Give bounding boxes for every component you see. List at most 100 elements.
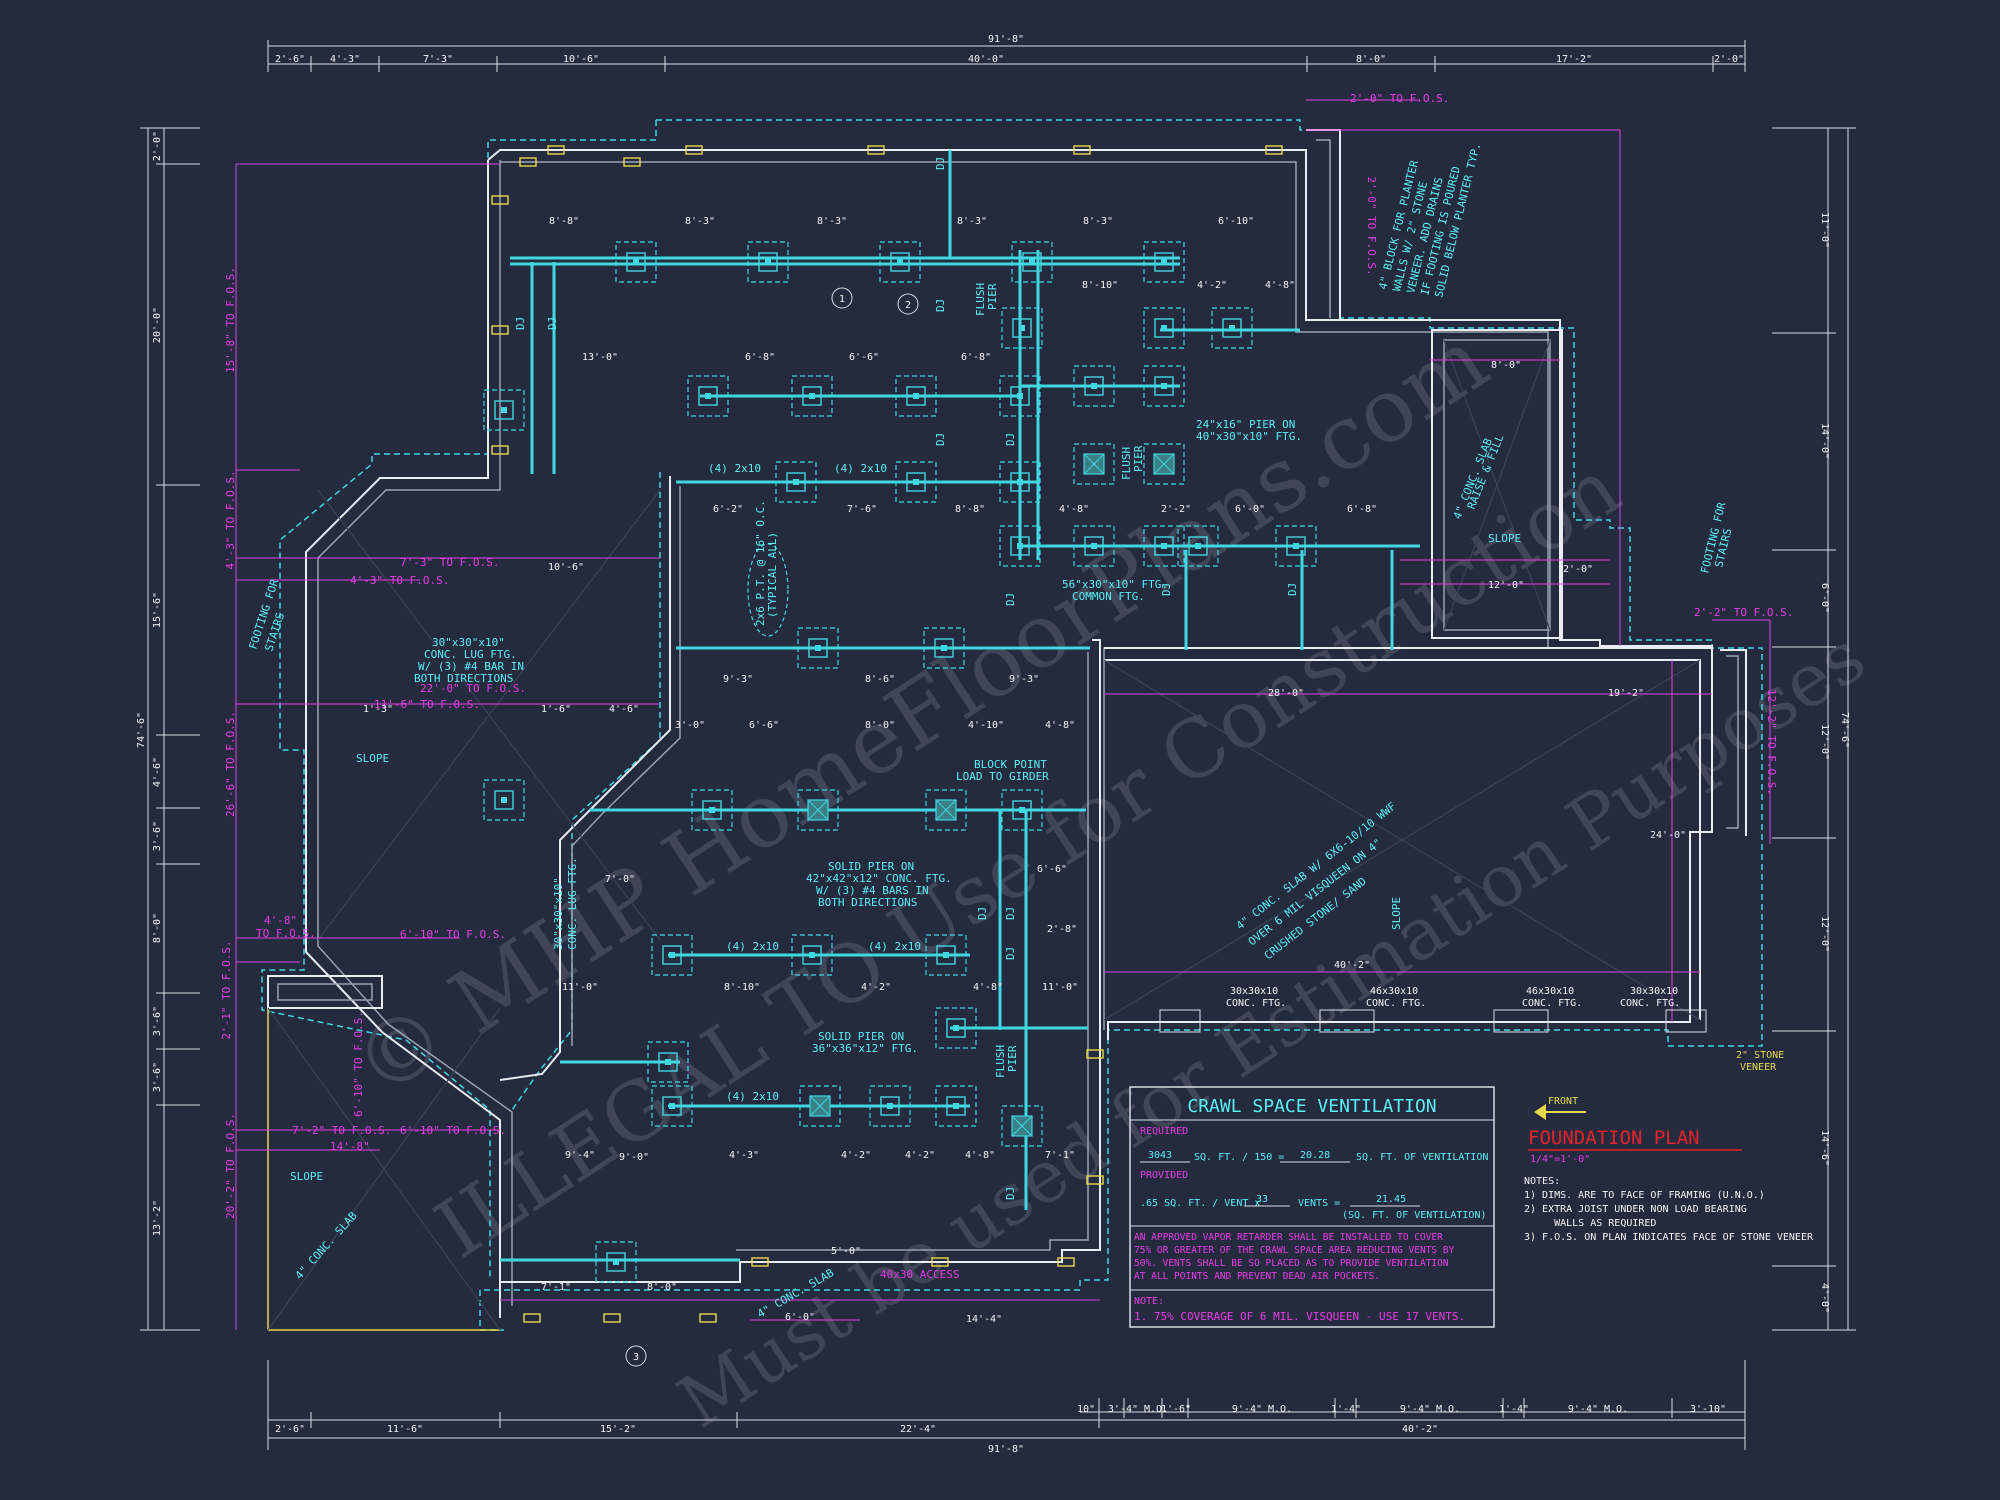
pier [1011,241,1053,283]
dj-mark: DJ [934,299,947,312]
pier [1073,525,1115,567]
interior-dim: 8'-8" [549,216,579,227]
interior-dim: 4'-8" [965,1150,995,1161]
interior-dim: 6'-0" [1235,504,1265,515]
pier [595,1241,637,1283]
flush-pier-1-b: PIER [986,283,999,310]
right-dim-4: 12'-0" [1819,724,1830,760]
dj-mark: DJ [514,317,527,330]
reference-tags: 1 2 3 [625,287,919,1367]
note-2: 2) EXTRA JOIST UNDER NON LOAD BEARING [1524,1204,1747,1215]
solid-pier-1-line-1: SOLID PIER ON [828,860,914,873]
pier [799,1085,841,1127]
joist-note-1: 2x6 P.T. @ 16" O.C. [754,500,767,626]
interior-dim: 28'-0" [1268,688,1304,699]
tag-3: 3 [633,1352,639,1363]
pier [895,375,937,417]
fos-11-6-label: 11'-6" TO F.O.S. [374,698,480,711]
ftg-46b-1: 46x30x10 [1526,986,1574,997]
pier [925,934,967,976]
pier [747,241,789,283]
pier-24-line-2: 40"x30"x10" FTG. [1196,430,1302,443]
pier [483,389,525,431]
interior-dim: 8'-0" [1491,360,1521,371]
fos-6-10a-label: 6'-10" TO F.O.S. [400,928,506,941]
solid-pier-1-line-3: W/ (3) #4 BARS IN [816,884,929,897]
left-dim-5: 3'-6" [152,821,163,851]
front-label: FRONT [1548,1096,1578,1107]
solid-pier-2-line-1: SOLID PIER ON [818,1030,904,1043]
right-dim-1: 11'-0" [1819,212,1830,248]
interior-dim: 1'-3" [363,704,393,715]
pier [1143,525,1185,567]
vent [699,1313,717,1323]
vent [491,445,509,455]
interior-dim: 4'-3" [729,1150,759,1161]
note-2b: WALLS AS REQUIRED [1524,1218,1656,1229]
interior-dim: 6'-2" [713,504,743,515]
left-dim-9: 13'-2" [152,1200,163,1236]
note-3: 3) F.O.S. ON PLAN INDICATES FACE OF STON… [1524,1232,1814,1243]
top-overall-dim: 91'-8" [988,34,1024,45]
interior-dim: 11'-0" [562,982,598,993]
pier [775,461,817,503]
dj-mark: DJ [934,157,947,170]
interior-dim: 9'-0" [619,1152,649,1163]
vent [491,195,509,205]
interior-dim: 7'-6" [847,504,877,515]
provided-vents: 33 [1256,1194,1268,1205]
dj-mark: DJ [1160,583,1173,596]
left-dim-1: 2'-0" [152,131,163,161]
bottom-row2-dim-9: 3'-10" [1690,1404,1726,1415]
fos-4-8-label-2: TO F.O.S. [256,927,316,940]
fos-4-3-v-label: 4'-3" TO F.O.S. [224,470,237,569]
vent [751,1257,769,1267]
right-dim-6: 14'-6" [1819,1130,1830,1166]
plan-title: FOUNDATION PLAN [1528,1127,1700,1149]
vent [1057,1257,1075,1267]
vapor-line-1: AN APPROVED VAPOR RETARDER SHALL BE INST… [1134,1232,1443,1243]
pier [895,461,937,503]
foundation-vents [491,145,1283,1323]
ftg-30a-2: CONC. FTG. [1226,998,1286,1009]
provided-text-1: .65 SQ. FT. / VENT x [1140,1198,1260,1209]
interior-dim: 8'-10" [1082,280,1118,291]
vent [867,145,885,155]
interior-dim: 8'-3" [817,216,847,227]
vent [519,157,537,167]
top-dim-2: 4'-3" [330,54,360,65]
ftg-46b-2: CONC. FTG. [1522,998,1582,1009]
pier [1143,307,1185,349]
interior-dim: 19'-2" [1608,688,1644,699]
interior-dim: 40'-2" [1334,960,1370,971]
required-label: REQUIRED [1140,1126,1188,1137]
bottom-row2-dim-2: 3'-4" M.O. [1108,1404,1168,1415]
beam-label-2: (4) 2x10 [834,462,887,475]
solid-pier-1-line-2: 42"x42"x12" CONC. FTG. [806,872,952,885]
solid-pier-1-line-4: BOTH DIRECTIONS [818,896,917,909]
interior-dim: 7'-0" [605,874,635,885]
ventilation-title: CRAWL SPACE VENTILATION [1187,1096,1436,1117]
beam-label-1: (4) 2x10 [708,462,761,475]
pier [999,461,1041,503]
fos-12-2-label: 12'-2" TO F.O.S. [1765,689,1778,795]
fos-22-0-label: 22'-0" TO F.O.S. [420,682,526,695]
dj-mark: DJ [976,907,989,920]
flush-pier-2-b: PIER [1132,445,1145,472]
ftg-30a-1: 30x30x10 [1230,986,1278,997]
vapor-line-3: 50%. VENTS SHALL BE SO PLACED AS TO PROV… [1134,1258,1449,1269]
pier [483,779,525,821]
note-label: NOTE: [1134,1296,1164,1307]
right-dim-5: 12'-0" [1819,916,1830,952]
fos-reference-lines [235,99,1771,1330]
pier [1211,307,1253,349]
girder-beams [500,150,1420,1262]
interior-dim: 14'-4" [966,1314,1002,1325]
flush-pier-3-b: PIER [1006,1045,1019,1072]
interior-dim: 2'-8" [1047,924,1077,935]
interior-dim: 5'-0" [831,1246,861,1257]
beam-label-3: (4) 2x10 [726,940,779,953]
interior-dim: 6'-6" [1037,864,1067,875]
